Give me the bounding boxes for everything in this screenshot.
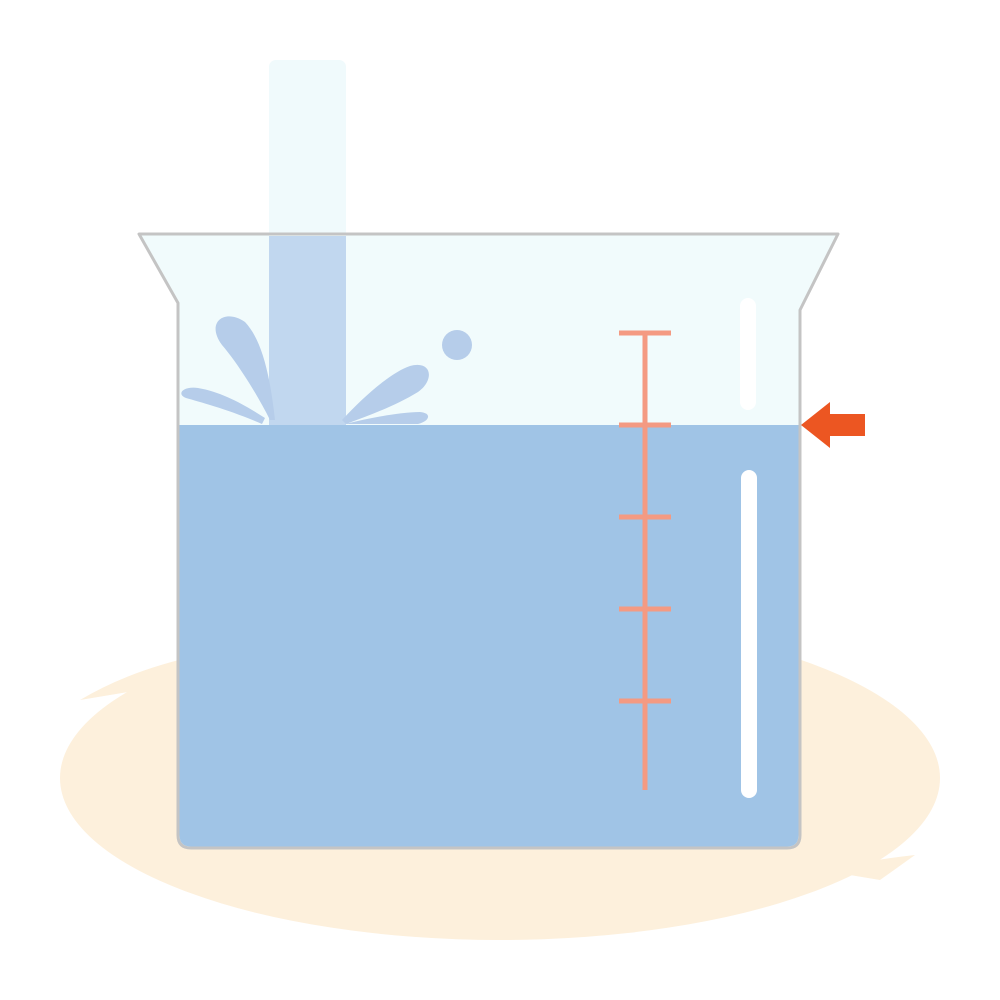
splash-icon: [181, 316, 472, 424]
left-arrow-icon: [801, 402, 865, 448]
glass-highlight-upper: [740, 298, 756, 410]
splash-droplet: [442, 330, 472, 360]
stream-submerged: [269, 236, 346, 426]
glass-highlight-lower: [741, 470, 757, 798]
measurement-scale-icon: [619, 330, 671, 790]
water-icon: [179, 425, 799, 847]
